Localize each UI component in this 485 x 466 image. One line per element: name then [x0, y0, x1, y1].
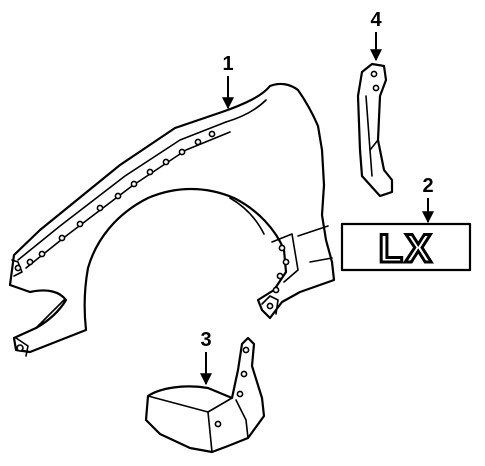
callout-3: 3 — [200, 329, 212, 386]
lx-badge-part: LX — [340, 222, 472, 273]
fender-part — [8, 82, 336, 357]
callout-label-4: 4 — [370, 9, 382, 31]
mud-flap-part — [144, 336, 266, 454]
callout-label-2: 2 — [422, 175, 433, 197]
bracket-part — [356, 62, 394, 198]
callout-label-3: 3 — [200, 329, 211, 351]
callout-4: 4 — [370, 9, 382, 62]
lx-badge-text: LX — [378, 227, 433, 271]
callout-1: 1 — [222, 53, 234, 110]
callout-2: 2 — [422, 175, 434, 224]
callout-label-1: 1 — [222, 53, 233, 75]
